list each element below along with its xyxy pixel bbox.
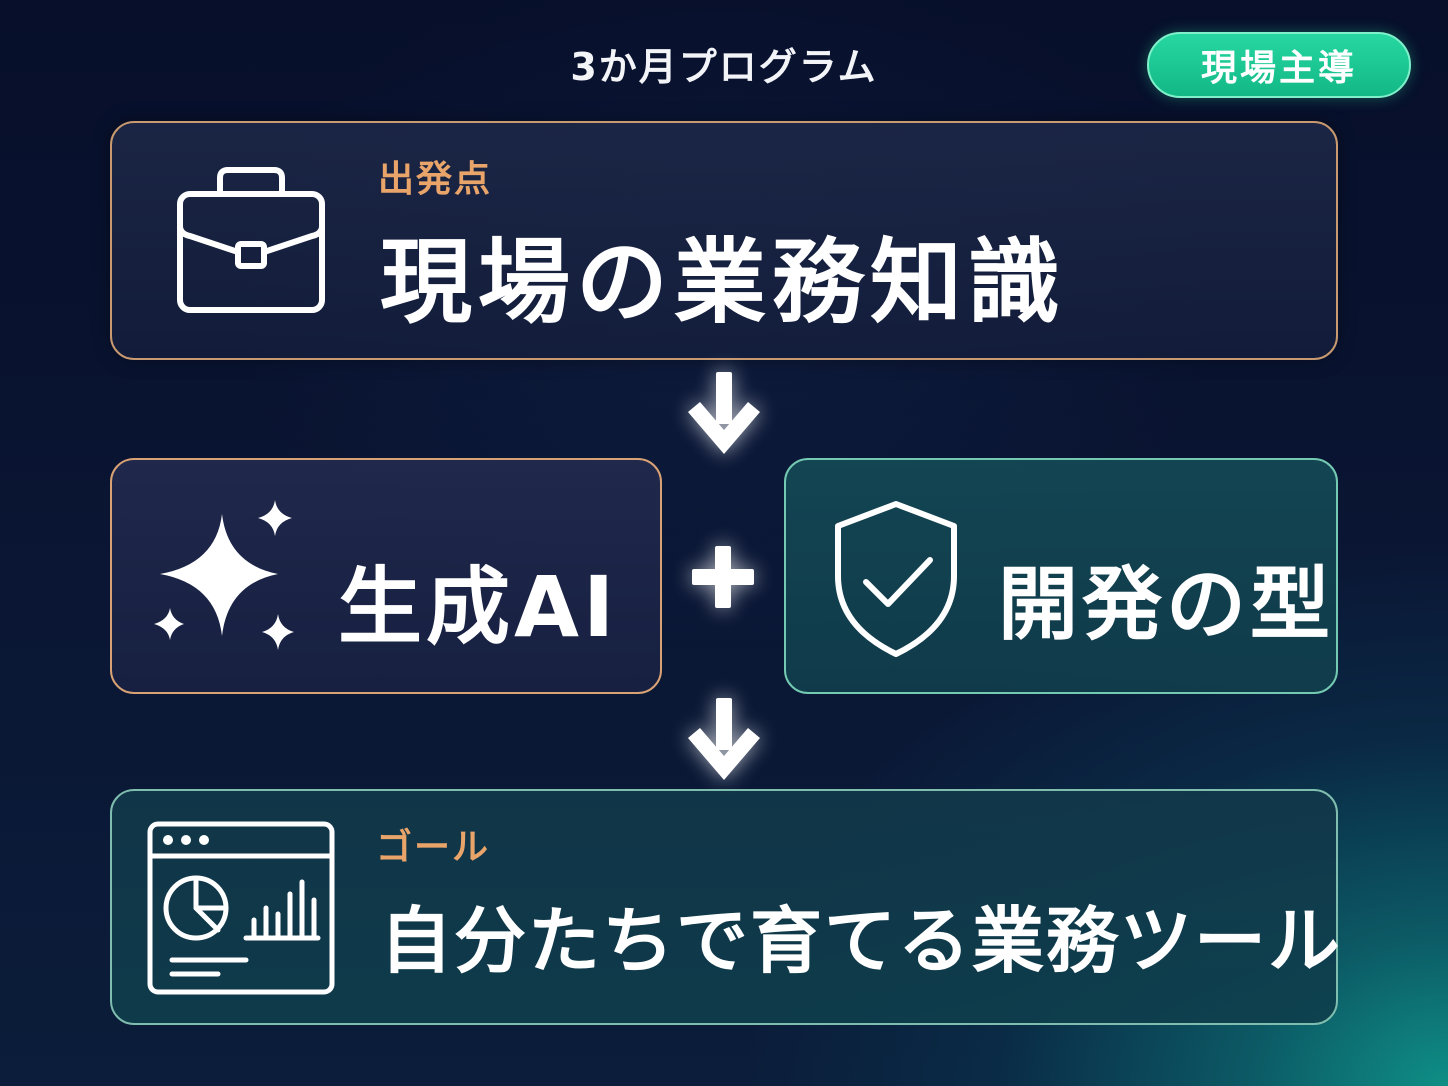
start-label: 出発点 <box>378 159 493 200</box>
dev-type-title: 開発の型 <box>998 558 1334 651</box>
dev-type-card <box>784 458 1338 694</box>
program-title: 3か月プログラム <box>570 45 878 89</box>
goal-label: ゴール <box>376 827 491 868</box>
goal-title: 自分たちで育てる業務ツール <box>380 899 1343 983</box>
briefcase-icon <box>172 164 330 320</box>
sparkles-icon <box>150 496 300 656</box>
arrow-down-icon <box>682 694 766 790</box>
arrow-down-icon <box>682 368 766 464</box>
plus-icon <box>688 542 758 616</box>
ai-title: 生成AI <box>338 558 619 656</box>
shield-check-icon <box>830 498 962 660</box>
status-badge: 現場主導 <box>1147 32 1411 98</box>
start-card <box>110 121 1338 360</box>
start-title: 現場の業務知識 <box>380 229 1067 336</box>
dashboard-window-icon <box>146 820 336 996</box>
